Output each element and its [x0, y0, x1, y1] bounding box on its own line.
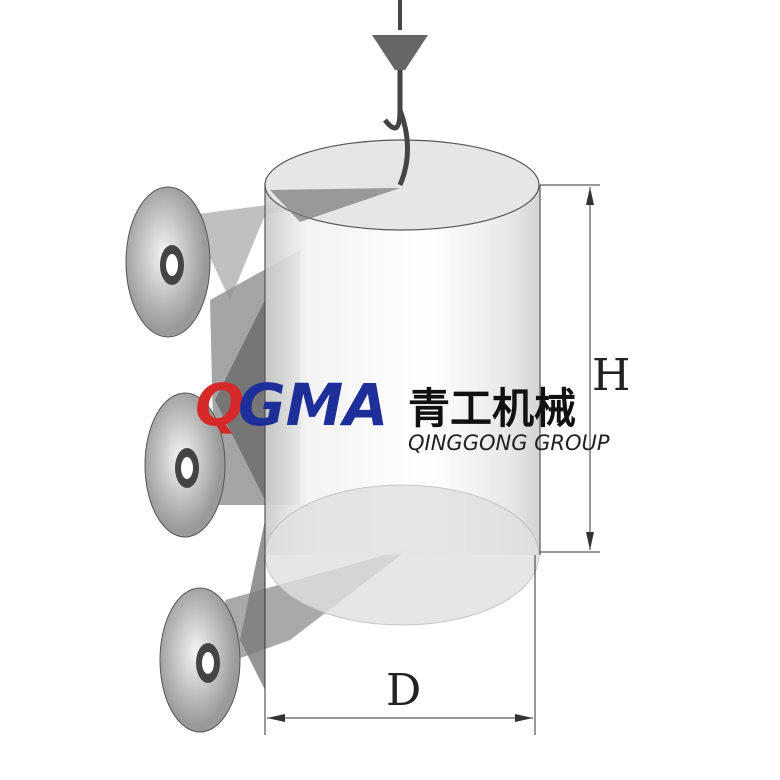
logo-chinese: 青工机械 — [408, 384, 576, 433]
disk-bottom — [159, 587, 241, 733]
logo-q: Q — [195, 371, 244, 439]
qgma-logo-watermark: Q GMA 青工机械 QINGGONG GROUP — [195, 371, 610, 455]
logo-subtitle: QINGGONG GROUP — [408, 431, 610, 455]
cylinder-body — [264, 139, 541, 626]
height-dimension: H — [540, 184, 630, 553]
hook-icon — [372, 0, 428, 186]
diameter-label: D — [386, 665, 421, 716]
logo-gma: GMA — [238, 371, 388, 439]
suspension-disks — [125, 186, 241, 733]
height-label: H — [592, 350, 630, 401]
disk-middle — [144, 392, 226, 538]
diameter-dimension: D — [264, 555, 536, 735]
disk-top — [125, 186, 211, 338]
